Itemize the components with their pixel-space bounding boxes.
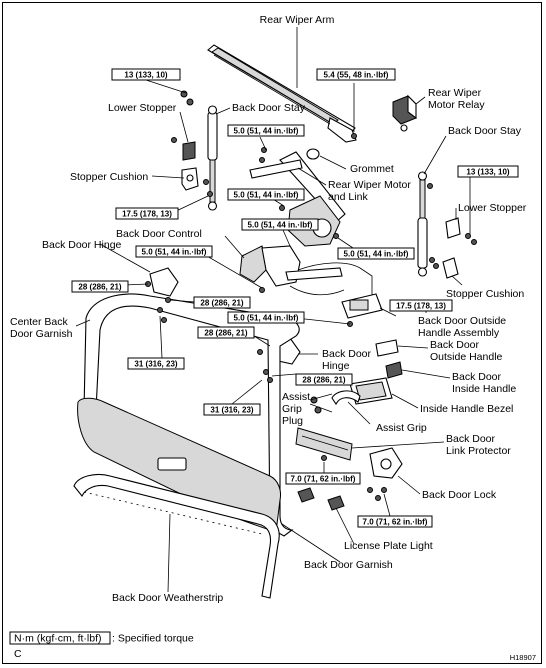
back-door-stay-left-shape bbox=[207, 105, 218, 211]
label-link-protector: Link Protector bbox=[446, 445, 511, 457]
torque-label: 5.0 (51, 44 in.·lbf) bbox=[234, 191, 299, 200]
torque-label: 5.0 (51, 44 in.·lbf) bbox=[234, 314, 299, 323]
label-rear-wiper-motor-relay: Rear Wiper bbox=[428, 87, 482, 99]
outside-handle-assembly-shape bbox=[341, 293, 383, 319]
torque-label: 5.4 (55, 48 in.·lbf) bbox=[324, 71, 389, 80]
label-lower-stopper-left: Lower Stopper bbox=[108, 102, 177, 114]
torque-label: 28 (286, 21) bbox=[78, 283, 121, 292]
back-door-stay-right-shape bbox=[417, 171, 428, 277]
label-outside-handle-assembly: Handle Assembly bbox=[418, 327, 500, 339]
label-rear-wiper-motor-link: and Link bbox=[328, 191, 368, 203]
label-outside-handle-assembly: Back Door Outside bbox=[418, 315, 506, 327]
label-outside-handle: Back Door bbox=[430, 339, 480, 351]
label-back-door-hinge-upper: Back Door Hinge bbox=[42, 239, 122, 251]
torque-label: 7.0 (71, 62 in.·lbf) bbox=[291, 475, 356, 484]
torque-label: 13 (133, 10) bbox=[466, 168, 509, 177]
label-stopper-cushion-left: Stopper Cushion bbox=[70, 171, 148, 183]
label-inside-handle-bezel: Inside Handle Bezel bbox=[420, 403, 513, 415]
label-inside-handle: Inside Handle bbox=[452, 383, 516, 395]
assist-grip-plug-1 bbox=[310, 396, 318, 404]
back-door-lock-shape bbox=[369, 447, 403, 479]
torque-label: 7.0 (71, 62 in.·lbf) bbox=[363, 518, 428, 527]
label-assist-grip: Assist Grip bbox=[376, 422, 427, 434]
torque-label: 5.0 (51, 44 in.·lbf) bbox=[234, 127, 299, 136]
label-back-door-control: Back Door Control bbox=[116, 228, 202, 240]
torque-label: 5.0 (51, 44 in.·lbf) bbox=[344, 250, 409, 259]
back-door-hinge-upper-shape bbox=[149, 267, 179, 297]
rear-wiper-arm-shape bbox=[207, 44, 357, 143]
part-labels: Rear Wiper Arm Rear Wiper Motor Relay Lo… bbox=[10, 14, 527, 604]
label-center-back-door-garnish: Center Back bbox=[10, 316, 69, 328]
assist-grip-shape bbox=[331, 390, 361, 406]
label-back-door-hinge-lower: Hinge bbox=[322, 360, 350, 372]
legend-unit: N·m (kgf·cm, ft·lbf) bbox=[14, 633, 102, 645]
label-rear-wiper-motor-relay: Motor Relay bbox=[428, 99, 485, 111]
label-assist-grip-plug: Plug bbox=[282, 415, 303, 427]
torque-label: 17.5 (178, 13) bbox=[396, 302, 446, 311]
label-rear-wiper-motor-link: Rear Wiper Motor bbox=[328, 179, 411, 191]
torque-label: 17.5 (178, 13) bbox=[122, 210, 172, 219]
leader-lines bbox=[75, 27, 471, 593]
link-protector-shape bbox=[295, 427, 353, 461]
label-grommet: Grommet bbox=[350, 163, 394, 175]
label-back-door-stay-right: Back Door Stay bbox=[448, 125, 522, 137]
label-rear-wiper-arm: Rear Wiper Arm bbox=[260, 14, 335, 26]
label-outside-handle: Outside Handle bbox=[430, 351, 503, 363]
label-assist-grip-plug: Assist bbox=[282, 391, 310, 403]
torque-label: 31 (316, 23) bbox=[134, 360, 177, 369]
label-center-back-door-garnish: Door Garnish bbox=[10, 328, 73, 340]
torque-label: 5.0 (51, 44 in.·lbf) bbox=[142, 248, 207, 257]
stopper-cushion-right-shape bbox=[442, 257, 459, 279]
legend-text: : Specified torque bbox=[112, 633, 194, 645]
torque-label: 5.0 (51, 44 in.·lbf) bbox=[248, 221, 313, 230]
lower-stopper-left-shape bbox=[182, 141, 196, 161]
license-plate-light-right bbox=[327, 495, 345, 511]
bolts bbox=[145, 90, 477, 501]
torque-label: 13 (133, 10) bbox=[124, 71, 167, 80]
torque-label: 28 (286, 21) bbox=[204, 329, 247, 338]
lower-stopper-right-shape bbox=[445, 217, 461, 239]
rear-wiper-motor-relay-shape bbox=[392, 94, 417, 132]
legend: N·m (kgf·cm, ft·lbf) : Specified torque … bbox=[9, 631, 536, 662]
grommet-shape bbox=[306, 148, 320, 160]
label-stopper-cushion-right: Stopper Cushion bbox=[446, 288, 524, 300]
inside-handle-shape bbox=[385, 361, 403, 379]
license-plate-light-left bbox=[297, 487, 315, 503]
label-license-plate-light: License Plate Light bbox=[344, 540, 433, 552]
label-back-door-weatherstrip: Back Door Weatherstrip bbox=[112, 592, 223, 604]
torque-label: 31 (316, 23) bbox=[210, 406, 253, 415]
label-lower-stopper-right: Lower Stopper bbox=[458, 202, 527, 214]
outside-handle-shape bbox=[375, 339, 399, 357]
figure-code: H18907 bbox=[510, 653, 536, 662]
back-door-weatherstrip-shape bbox=[73, 473, 280, 599]
label-back-door-lock: Back Door Lock bbox=[422, 489, 497, 501]
label-inside-handle: Back Door bbox=[452, 371, 502, 383]
torque-specs: 13 (133, 10) 5.4 (55, 48 in.·lbf) 5.0 (5… bbox=[71, 68, 519, 528]
label-back-door-hinge-lower: Back Door bbox=[322, 348, 372, 360]
stopper-cushion-left-hole bbox=[186, 174, 194, 182]
torque-label: 28 (286, 21) bbox=[302, 376, 345, 385]
legend-corner-letter: C bbox=[14, 648, 22, 660]
torque-label: 28 (286, 21) bbox=[200, 299, 243, 308]
label-back-door-stay-left: Back Door Stay bbox=[232, 102, 306, 114]
label-back-door-garnish: Back Door Garnish bbox=[304, 559, 393, 571]
label-assist-grip-plug: Grip bbox=[282, 403, 302, 415]
label-link-protector: Back Door bbox=[446, 433, 496, 445]
legend-unit-box bbox=[9, 631, 111, 645]
